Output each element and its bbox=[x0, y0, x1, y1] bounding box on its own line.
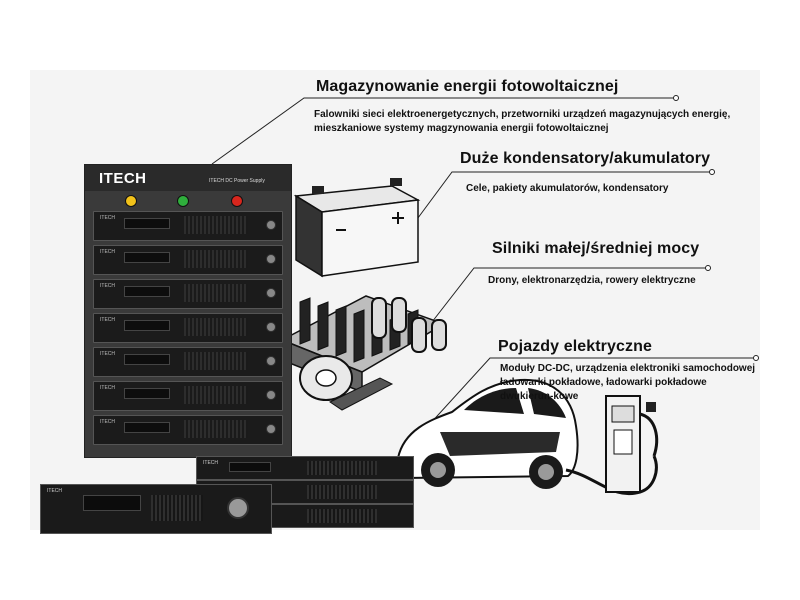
instrument-grill bbox=[307, 485, 377, 499]
section-title-battery: Duże kondensatory/akumulatory bbox=[460, 150, 711, 167]
unit-logo: ITECH bbox=[100, 283, 115, 289]
section-desc-motor: Drony, elektronarzędzia, rowery elektryc… bbox=[488, 275, 696, 286]
cabinet-brand: ITECH bbox=[99, 170, 147, 187]
unit-grill bbox=[184, 216, 248, 234]
green-indicator-icon bbox=[177, 195, 189, 207]
unit-knob-icon bbox=[266, 424, 276, 434]
power-supply-unit: ITECH bbox=[93, 347, 283, 377]
inductor-heatsink-icon bbox=[280, 295, 447, 411]
unit-logo: ITECH bbox=[100, 215, 115, 221]
unit-knob-icon bbox=[266, 356, 276, 366]
unit-logo: ITECH bbox=[100, 317, 115, 323]
leader-line-motor bbox=[417, 267, 708, 341]
power-supply-unit: ITECH bbox=[93, 381, 283, 411]
instrument-grill bbox=[307, 461, 377, 475]
unit-display bbox=[124, 286, 170, 297]
section-desc-battery: Cele, pakiety akumulatorów, kondensatory bbox=[466, 183, 669, 194]
leader-dot-battery bbox=[709, 169, 715, 175]
section-title-pv: Magazynowanie energii fotowoltaicznej bbox=[316, 78, 619, 95]
cabinet-label: ITECH DC Power Supply bbox=[209, 178, 265, 184]
unit-logo: ITECH bbox=[100, 249, 115, 255]
unit-display bbox=[124, 320, 170, 331]
unit-knob-icon bbox=[266, 390, 276, 400]
red-indicator-icon bbox=[231, 195, 243, 207]
rack-instrument: ITECH bbox=[196, 456, 414, 480]
section-title-ev: Pojazdy elektryczne bbox=[498, 338, 652, 355]
unit-grill bbox=[184, 284, 248, 302]
unit-logo: ITECH bbox=[100, 385, 115, 391]
instrument-keypad bbox=[151, 495, 203, 521]
cabinet-header: ITECH ITECH DC Power Supply bbox=[85, 165, 291, 191]
unit-display bbox=[124, 354, 170, 365]
instrument-logo: ITECH bbox=[47, 488, 62, 494]
section-desc-pv: Falowniki sieci elektroenergetycznych, p… bbox=[314, 109, 731, 134]
leader-line-battery bbox=[411, 171, 712, 227]
leader-dot-motor bbox=[705, 265, 711, 271]
section-desc-ev: Moduły DC-DC, urządzenia elektroniki sam… bbox=[500, 363, 756, 402]
power-supply-unit: ITECH bbox=[93, 211, 283, 241]
instrument-logo: ITECH bbox=[203, 460, 218, 466]
yellow-indicator-icon bbox=[125, 195, 137, 207]
instrument-display bbox=[229, 462, 271, 472]
unit-knob-icon bbox=[266, 254, 276, 264]
instrument-grill bbox=[307, 509, 377, 523]
unit-grill bbox=[184, 420, 248, 438]
unit-display bbox=[124, 422, 170, 433]
unit-logo: ITECH bbox=[100, 419, 115, 425]
unit-knob-icon bbox=[266, 288, 276, 298]
unit-grill bbox=[184, 318, 248, 336]
power-supply-unit: ITECH bbox=[93, 279, 283, 309]
unit-grill bbox=[184, 352, 248, 370]
leader-line-pv bbox=[211, 97, 676, 165]
unit-logo: ITECH bbox=[100, 351, 115, 357]
bench-instrument: ITECH bbox=[40, 484, 272, 534]
unit-grill bbox=[184, 386, 248, 404]
unit-grill bbox=[184, 250, 248, 268]
battery-icon bbox=[293, 178, 421, 278]
unit-knob-icon bbox=[266, 322, 276, 332]
leader-dot-ev bbox=[753, 355, 759, 361]
power-supply-unit: ITECH bbox=[93, 245, 283, 275]
leader-dot-pv bbox=[673, 95, 679, 101]
instrument-display bbox=[83, 495, 141, 511]
power-supply-unit: ITECH bbox=[93, 313, 283, 343]
power-supply-cabinet: ITECH ITECH DC Power Supply ITECH ITECH … bbox=[84, 164, 292, 458]
charging-station-icon bbox=[605, 395, 659, 493]
instrument-knob-icon bbox=[227, 497, 249, 519]
power-supply-unit: ITECH bbox=[93, 415, 283, 445]
unit-knob-icon bbox=[266, 220, 276, 230]
unit-display bbox=[124, 388, 170, 399]
electric-car-icon bbox=[396, 378, 658, 495]
section-title-motor: Silniki małej/średniej mocy bbox=[492, 240, 700, 257]
unit-display bbox=[124, 218, 170, 229]
unit-display bbox=[124, 252, 170, 263]
